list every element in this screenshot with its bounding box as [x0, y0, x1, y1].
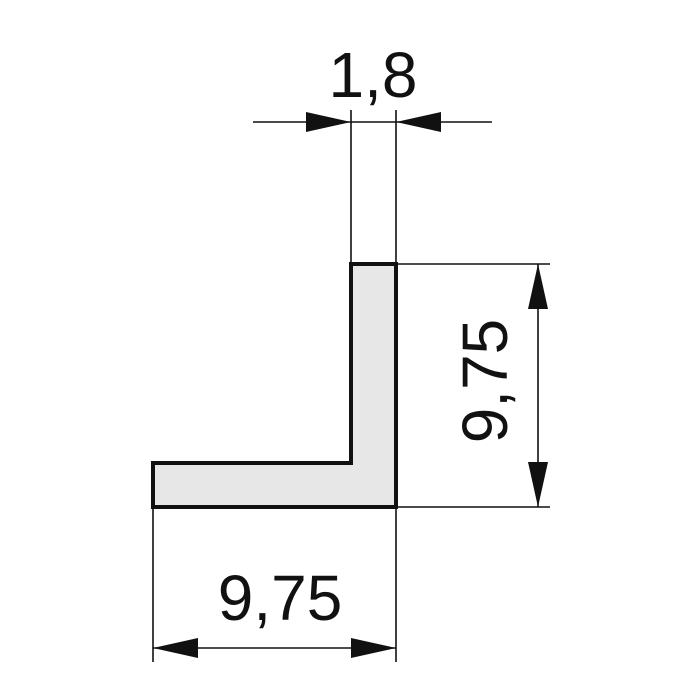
- height-dimension: 9,75: [396, 263, 550, 508]
- thickness-label: 1,8: [329, 39, 418, 111]
- width-arrow-left: [153, 638, 198, 658]
- thickness-arrow-left: [306, 112, 351, 132]
- thickness-dimension: 1,8: [253, 39, 492, 264]
- height-label: 9,75: [449, 319, 521, 444]
- thickness-arrow-right: [396, 112, 441, 132]
- height-arrow-bottom: [528, 462, 548, 507]
- width-dimension: 9,75: [152, 507, 397, 662]
- width-label: 9,75: [218, 562, 343, 634]
- height-arrow-top: [528, 264, 548, 309]
- l-profile-section: [151, 262, 398, 509]
- width-arrow-right: [351, 638, 396, 658]
